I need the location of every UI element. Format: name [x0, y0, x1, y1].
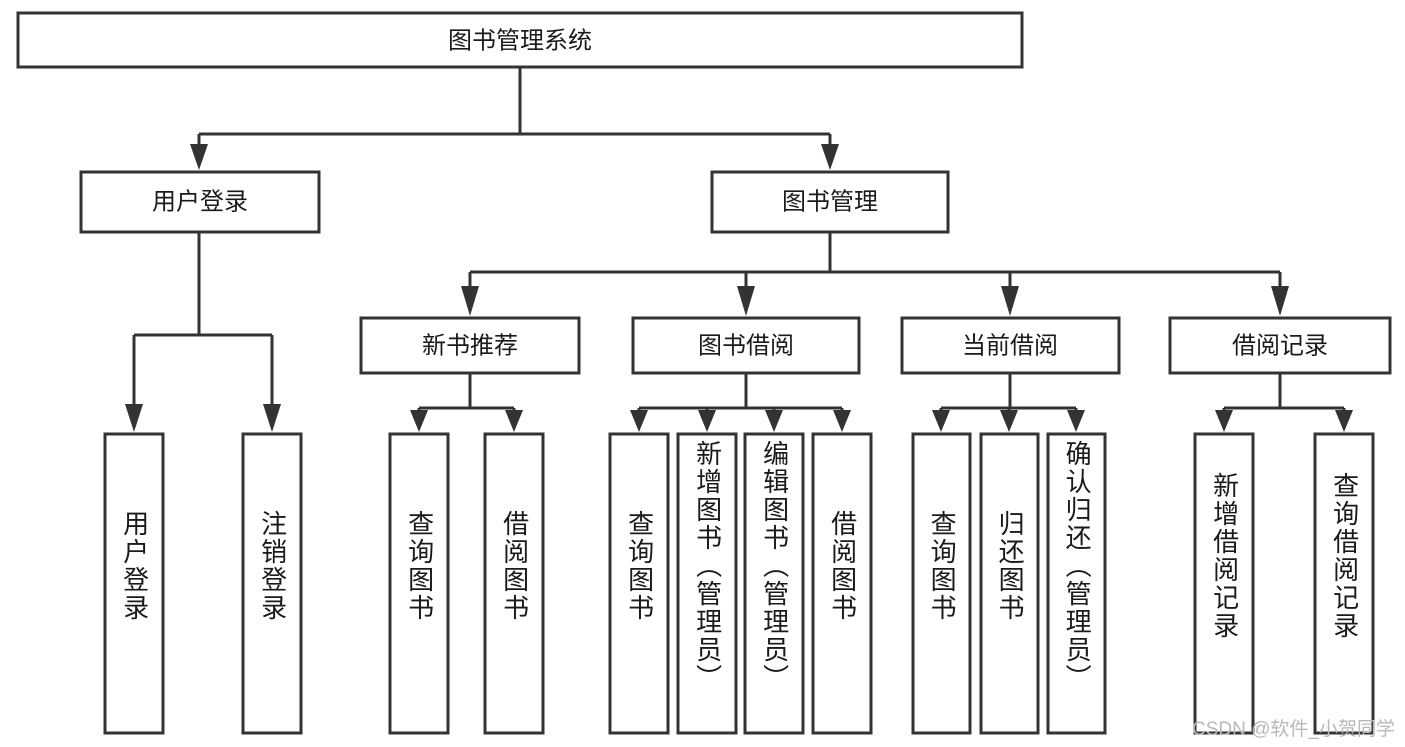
node-current-borrow-label: 当前借阅	[962, 332, 1058, 359]
node-book-borrow-box[interactable]	[631, 316, 861, 375]
node-leaf-edit-book-admin[interactable]: 编辑图书（管理员）	[745, 434, 803, 733]
node-leaf-add-borrow-record[interactable]: 新增借阅记录	[1195, 434, 1253, 733]
node-leaf-query-book-borrow[interactable]: 查询图书	[610, 434, 668, 733]
node-leaf-user-login[interactable]: 用户登录	[105, 434, 163, 733]
arrowhead-current-borrow	[1001, 286, 1019, 316]
node-leaf-logout[interactable]: 注销登录	[243, 434, 301, 733]
arrowhead-leaf-logout	[263, 404, 281, 432]
node-leaf-borrow-book-box[interactable]	[811, 432, 873, 735]
arrowhead-leaf-edit-book-admin	[765, 410, 783, 432]
node-leaf-borrow-book[interactable]: 借阅图书	[813, 434, 871, 733]
arrowhead-new-book-recommend	[461, 286, 479, 316]
arrowhead-leaf-query-book-recommend	[410, 410, 428, 432]
node-book-management-label: 图书管理	[782, 188, 878, 215]
node-current-borrow[interactable]: 当前借阅	[900, 316, 1121, 375]
node-leaf-borrow-book-label: 借阅图书	[827, 510, 858, 622]
node-borrow-records-label: 借阅记录	[1232, 332, 1328, 359]
arrowhead-book-borrow	[737, 286, 755, 316]
node-user-login-box[interactable]	[79, 170, 321, 234]
node-leaf-add-book-admin-label: 新增图书（管理员）	[692, 440, 723, 692]
node-leaf-add-borrow-record-box[interactable]	[1193, 432, 1255, 735]
node-leaf-query-borrow-record[interactable]: 查询借阅记录	[1315, 434, 1373, 733]
node-leaf-query-book-current-box[interactable]	[911, 432, 972, 735]
node-leaf-return-book-label: 归还图书	[995, 510, 1026, 622]
node-leaf-query-book-current-label: 查询图书	[927, 510, 958, 622]
arrowhead-user-login	[190, 144, 208, 170]
node-new-book-recommend-label: 新书推荐	[422, 332, 518, 359]
node-root-label: 图书管理系统	[448, 27, 592, 54]
node-current-borrow-box[interactable]	[900, 316, 1121, 375]
arrowhead-leaf-borrow-book	[833, 410, 851, 432]
arrowhead-leaf-borrow-book-recommend	[505, 410, 523, 432]
node-root[interactable]: 图书管理系统	[16, 11, 1024, 69]
arrowhead-leaf-add-book-admin	[698, 410, 716, 432]
node-leaf-add-borrow-record-label: 新增借阅记录	[1209, 472, 1240, 640]
node-leaf-add-book-admin[interactable]: 新增图书（管理员）	[678, 434, 736, 733]
arrowhead-leaf-query-borrow-record	[1335, 410, 1353, 432]
node-user-login[interactable]: 用户登录	[79, 170, 321, 234]
node-leaf-query-book-recommend[interactable]: 查询图书	[390, 434, 448, 733]
node-leaf-add-book-admin-box[interactable]	[676, 432, 738, 735]
node-new-book-recommend[interactable]: 新书推荐	[359, 316, 581, 375]
arrowhead-leaf-query-book-current	[932, 410, 950, 432]
arrowhead-leaf-add-borrow-record	[1215, 410, 1233, 432]
node-leaf-borrow-book-recommend-box[interactable]	[483, 432, 545, 735]
arrowhead-leaf-query-book-borrow	[630, 410, 648, 432]
node-leaf-edit-book-admin-label: 编辑图书（管理员）	[759, 440, 790, 692]
node-leaf-confirm-return-admin-label: 确认归还（管理员）	[1062, 440, 1093, 692]
node-leaf-confirm-return-admin-box[interactable]	[1046, 432, 1107, 735]
arrowhead-borrow-records	[1271, 286, 1289, 316]
node-leaf-query-borrow-record-label: 查询借阅记录	[1329, 472, 1360, 640]
node-borrow-records[interactable]: 借阅记录	[1168, 316, 1392, 375]
arrowhead-book-management	[821, 144, 839, 170]
node-leaf-query-book-recommend-box[interactable]	[388, 432, 450, 735]
node-leaf-return-book-box[interactable]	[979, 432, 1040, 735]
node-leaf-query-book-current[interactable]: 查询图书	[913, 434, 970, 733]
node-book-management-box[interactable]	[710, 170, 950, 234]
node-borrow-records-box[interactable]	[1168, 316, 1392, 375]
node-user-login-label: 用户登录	[152, 188, 248, 215]
node-leaf-query-book-borrow-box[interactable]	[608, 432, 670, 735]
node-leaf-user-login-label: 用户登录	[119, 510, 150, 622]
node-leaf-user-login-box[interactable]	[103, 432, 165, 735]
node-leaf-logout-label: 注销登录	[257, 510, 288, 622]
arrowhead-leaf-confirm-return-admin	[1067, 410, 1085, 432]
node-leaf-query-book-borrow-label: 查询图书	[624, 510, 655, 622]
arrowhead-leaf-return-book	[1000, 410, 1018, 432]
node-new-book-recommend-box[interactable]	[359, 316, 581, 375]
node-leaf-return-book[interactable]: 归还图书	[981, 434, 1038, 733]
node-leaf-confirm-return-admin[interactable]: 确认归还（管理员）	[1048, 434, 1105, 733]
node-root-box[interactable]	[16, 11, 1024, 69]
node-book-management[interactable]: 图书管理	[710, 170, 950, 234]
node-leaf-borrow-book-recommend[interactable]: 借阅图书	[485, 434, 543, 733]
node-leaf-logout-box[interactable]	[241, 432, 303, 735]
node-leaf-query-book-recommend-label: 查询图书	[404, 510, 435, 622]
connector-layer	[125, 67, 1353, 432]
arrowhead-leaf-user-login	[125, 404, 143, 432]
node-leaf-edit-book-admin-box[interactable]	[743, 432, 805, 735]
node-book-borrow-label: 图书借阅	[698, 332, 794, 359]
node-leaf-borrow-book-recommend-label: 借阅图书	[499, 510, 530, 622]
leaf-box-layer	[103, 432, 1375, 735]
node-book-borrow[interactable]: 图书借阅	[631, 316, 861, 375]
node-leaf-query-borrow-record-box[interactable]	[1313, 432, 1375, 735]
